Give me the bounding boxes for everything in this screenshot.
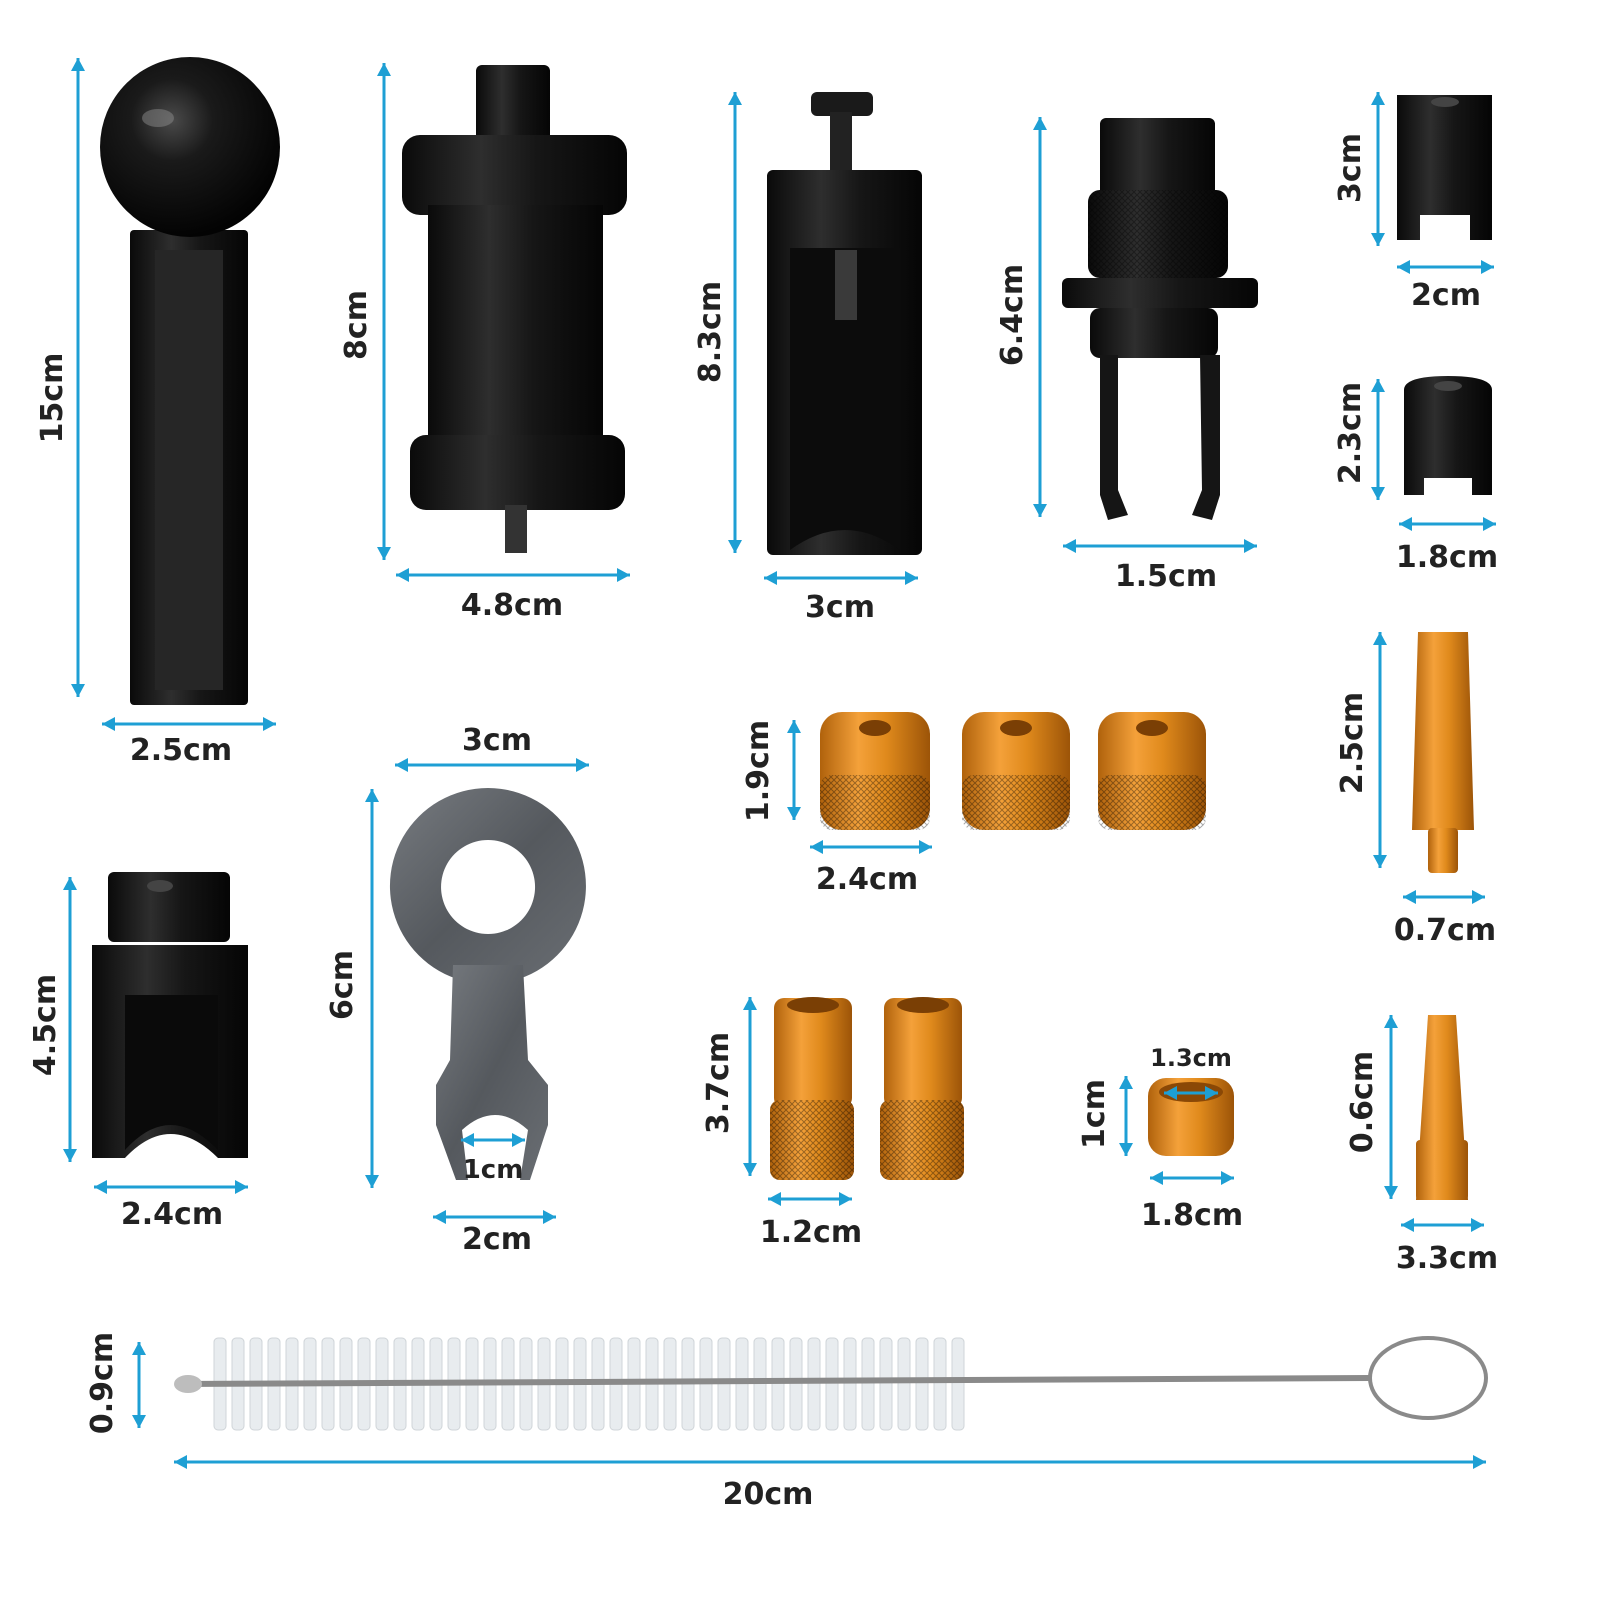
label-caps-height: 1.9cm [741,720,776,822]
dimension-arrow-sleeves-width [768,1192,852,1206]
dimension-labels: 15cm 2.5cm 8cm 4.8cm 8.3cm 3cm 6.4cm 1.5… [28,133,1498,1512]
label-plate-gap: 1cm [463,1155,524,1185]
dimension-arrow-large-socket-height [63,877,77,1162]
dimension-arrow-round-socket-width [1399,517,1496,531]
dimension-arrow-brush-width [174,1455,1486,1469]
label-long-pin-height: 2.5cm [1335,692,1370,794]
brush-wire-shaft [177,1375,1371,1387]
dimension-arrow-ball-handle-width [102,717,276,731]
label-large-socket-width: 2.4cm [121,1197,223,1232]
orange-knurled-caps-x3 [820,712,1206,830]
dimension-arrow-plate-height [365,789,379,1188]
dimension-arrow-ring-height [1119,1076,1133,1156]
label-cylinder-height: 8cm [339,290,374,360]
label-long-pin-width: 0.7cm [1394,913,1496,948]
dimension-arrow-sleeves-height [743,997,757,1176]
dimension-arrow-round-socket-height [1371,379,1385,500]
dimension-arrow-cylinder-height [377,63,391,560]
dimension-arrow-long-pin-height [1373,632,1387,868]
label-sleeves-height: 3.7cm [701,1032,736,1134]
knurled-claw-puller [1062,118,1258,520]
label-round-socket-height: 2.3cm [1333,382,1368,484]
dimension-arrow-large-socket-width [94,1180,248,1194]
label-sleeve-width: 3cm [805,590,875,625]
label-sleeve-height: 8.3cm [693,281,728,383]
cleaning-brush [174,1336,1488,1431]
large-slotted-socket [92,872,248,1158]
tapered-orange-pin-short [1416,1015,1468,1200]
label-short-pin-width: 3.3cm [1396,1241,1498,1276]
label-ring-width: 1.8cm [1141,1198,1243,1233]
label-ring-inner: 1.3cm [1150,1044,1232,1072]
dimension-arrow-ball-handle-height [71,58,85,697]
label-small-socket-height: 3cm [1333,133,1368,203]
round-socket-adapter [1404,376,1492,495]
slotted-sleeve-with-screw [767,92,922,555]
label-brush-width: 20cm [723,1477,814,1512]
label-ring-height: 1cm [1077,1079,1112,1149]
brush-loop-handle [1368,1336,1488,1420]
dimension-arrow-short-pin-height [1384,1015,1398,1199]
dimension-arrow-caps-width [810,840,932,854]
label-plate-height: 6cm [325,950,360,1020]
label-large-socket-height: 4.5cm [28,974,63,1076]
label-small-socket-width: 2cm [1411,278,1481,313]
dimension-arrow-short-pin-width [1401,1218,1484,1232]
dimension-arrows [63,58,1496,1469]
label-claw-width: 1.5cm [1115,559,1217,594]
label-cylinder-width: 4.8cm [461,588,563,623]
dimension-arrow-plate-top-width [395,758,589,772]
dimension-arrow-ring-width [1150,1171,1234,1185]
brush-bristles [213,1337,965,1431]
orange-knurled-sleeves-x2 [770,997,964,1180]
brush-tip [174,1375,202,1393]
label-ball-handle-width: 2.5cm [130,733,232,768]
dimension-arrow-small-socket-height [1371,92,1385,246]
dimension-arrow-caps-height [787,720,801,820]
dimension-arrow-sleeve-width [764,571,918,585]
dimension-arrow-claw-width [1063,539,1257,553]
label-brush-height: 0.9cm [85,1332,120,1434]
label-plate-width: 2cm [462,1222,532,1257]
dimension-arrow-small-socket-width [1397,260,1494,274]
ball-handle-hex-tool [100,57,280,705]
dimension-arrow-ring-inner [1164,1086,1218,1100]
dimension-arrow-plate-width [433,1210,556,1224]
label-caps-width: 2.4cm [816,862,918,897]
label-round-socket-width: 1.8cm [1396,540,1498,575]
small-socket-adapter [1397,95,1492,240]
steel-retainer-plate [389,788,586,1180]
label-short-pin-height: 0.6cm [1345,1051,1380,1153]
dimension-arrow-sleeve-height [728,92,742,553]
label-claw-height: 6.4cm [995,264,1030,366]
cylinder-puller-body [402,65,627,553]
dimension-arrow-brush-height [132,1342,146,1428]
dimension-arrow-claw-height [1033,117,1047,517]
label-ball-handle-height: 15cm [35,353,70,444]
dimension-arrow-long-pin-width [1403,890,1485,904]
label-plate-top-width: 3cm [462,723,532,758]
dimension-arrow-cylinder-width [396,568,630,582]
tapered-orange-pin-long [1412,632,1474,873]
orange-ring-spacer [1148,1078,1234,1156]
dimension-arrow-plate-gap [461,1133,525,1147]
label-sleeves-width: 1.2cm [760,1215,862,1250]
